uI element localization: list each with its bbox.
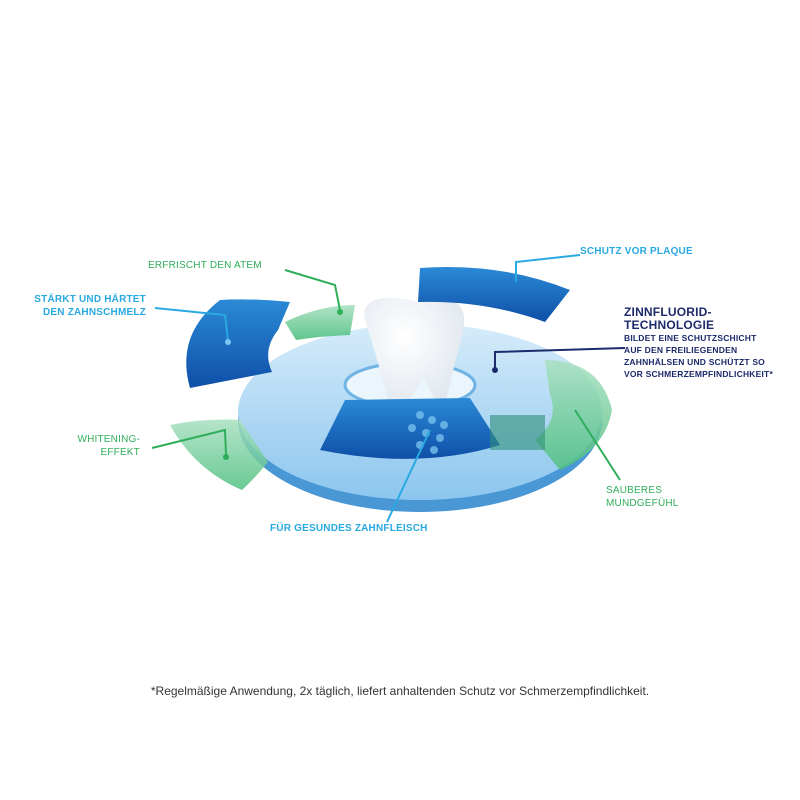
zinn-title-line2: TECHNOLOGIE: [624, 318, 715, 332]
label-sauberes: SAUBERES MUNDGEFÜHL: [606, 484, 679, 510]
segment-zahnschmelz: [186, 299, 290, 388]
label-staerkt: STÄRKT UND HÄRTET DEN ZAHNSCHMELZ: [18, 293, 146, 319]
label-sauberes-line2: MUNDGEFÜHL: [606, 498, 679, 509]
label-erfrischt: ERFRISCHT DEN ATEM: [148, 260, 262, 271]
segment-atem: [285, 305, 355, 340]
label-zinnfluorid: ZINNFLUORID- TECHNOLOGIE BILDET EINE SCH…: [624, 306, 773, 380]
tooth: [364, 298, 465, 410]
segment-mundgefuehl: [535, 360, 612, 470]
segment-plaque: [418, 266, 570, 322]
zinn-desc-line4: VOR SCHMERZEMPFINDLICHKEIT*: [624, 369, 773, 379]
label-whitening: WHITENING- EFFEKT: [40, 433, 140, 459]
zinn-desc-line2: AUF DEN FREILIEGENDEN: [624, 345, 738, 355]
label-staerkt-line2: DEN ZAHNSCHMELZ: [43, 307, 146, 318]
label-zahnfleisch: FÜR GESUNDES ZAHNFLEISCH: [270, 523, 428, 534]
zinn-desc-line3: ZAHNHÄLSEN UND SCHÜTZT SO: [624, 357, 765, 367]
label-whitening-line1: WHITENING-: [77, 434, 140, 445]
label-schutz-plaque: SCHUTZ VOR PLAQUE: [580, 246, 693, 257]
footnote: *Regelmäßige Anwendung, 2x täglich, lief…: [150, 684, 650, 698]
label-whitening-line2: EFFEKT: [100, 447, 140, 458]
label-sauberes-line1: SAUBERES: [606, 485, 663, 496]
label-staerkt-line1: STÄRKT UND HÄRTET: [34, 294, 146, 305]
zinn-title-line1: ZINNFLUORID-: [624, 305, 712, 319]
zinn-desc-line1: BILDET EINE SCHUTZSCHICHT: [624, 333, 757, 343]
